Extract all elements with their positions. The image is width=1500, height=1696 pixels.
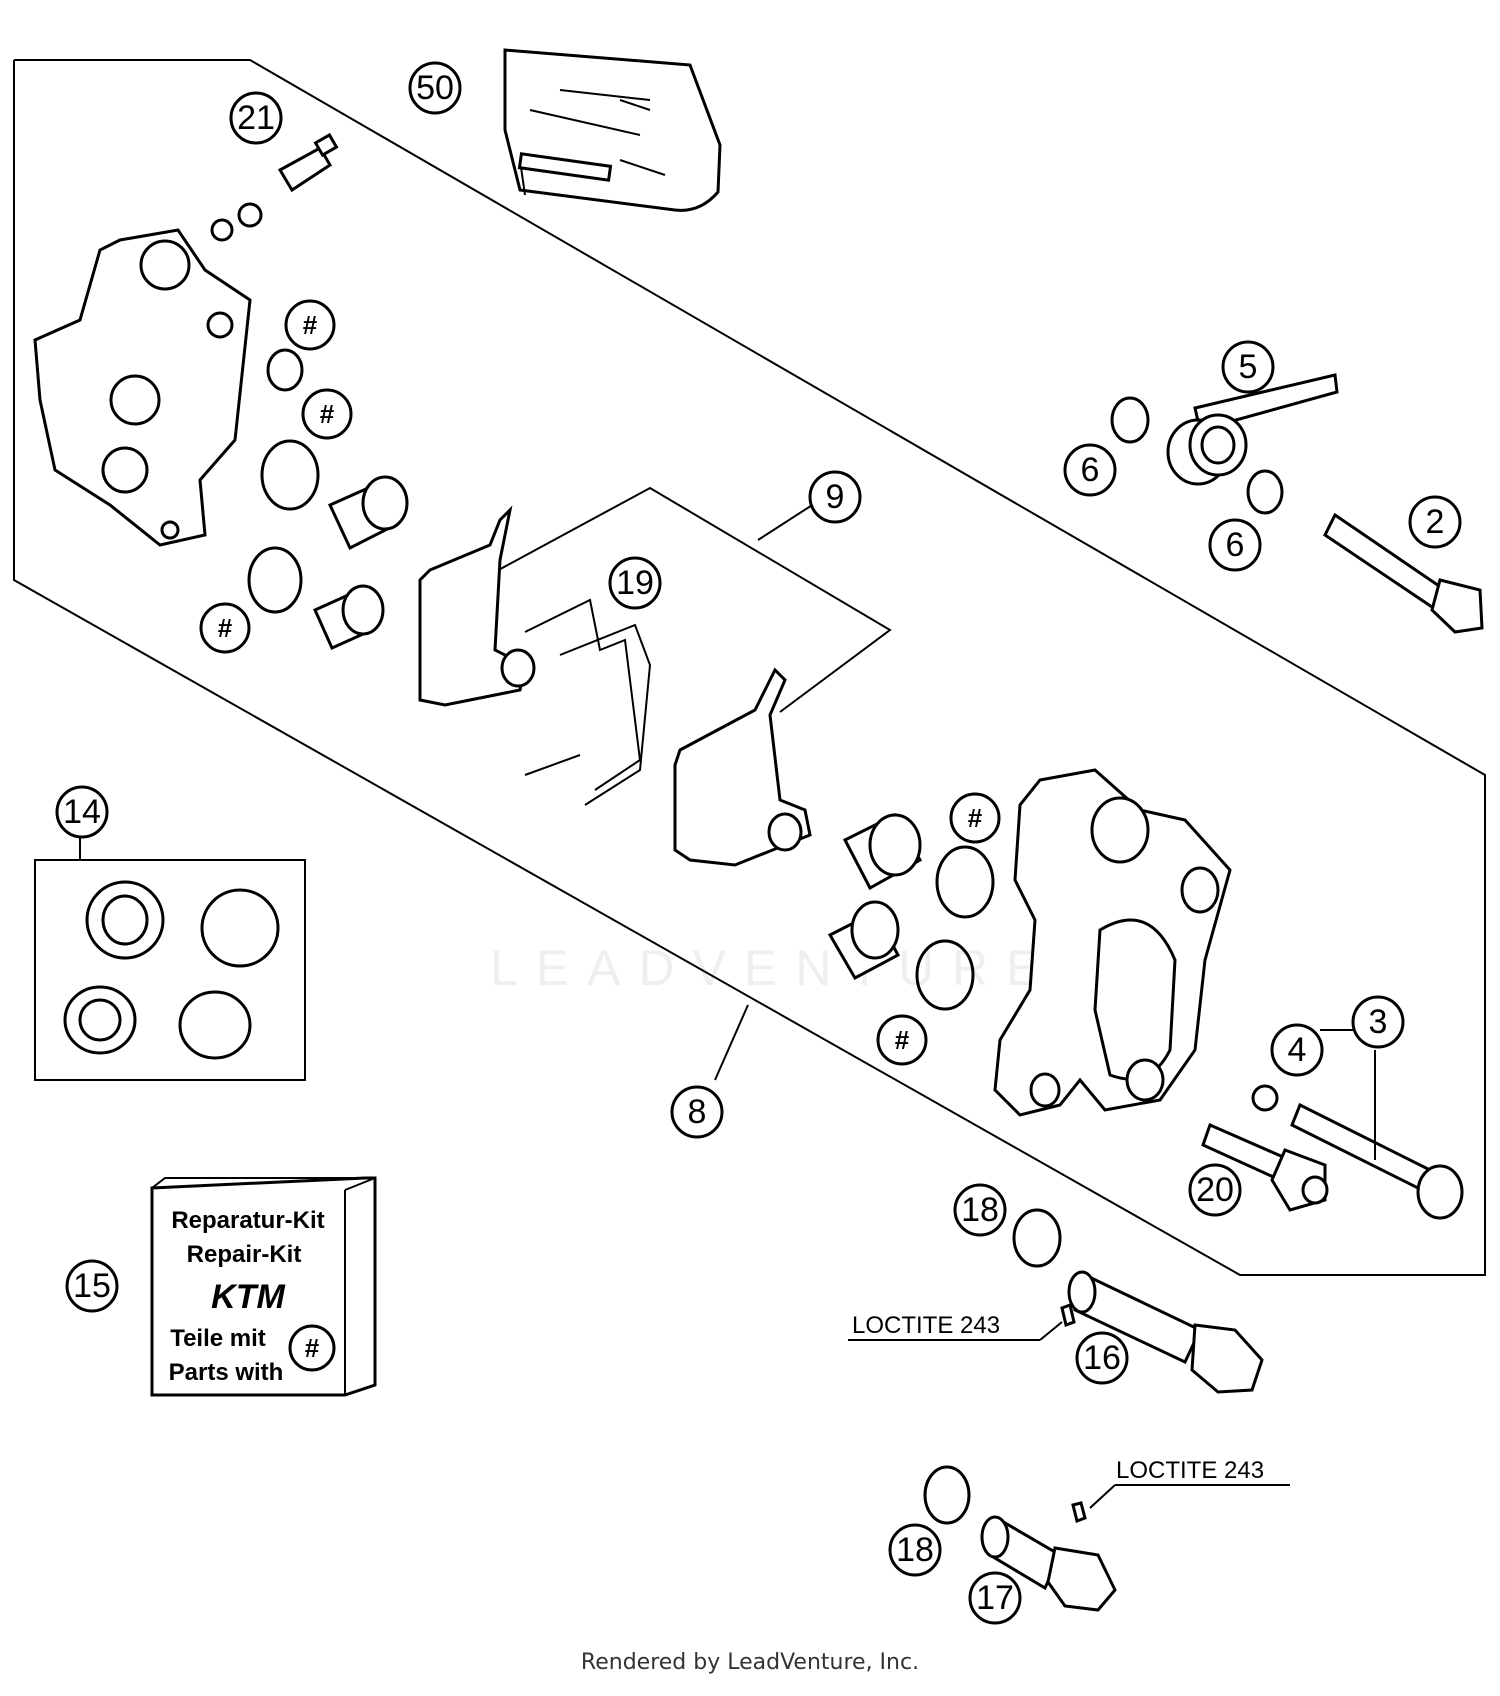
caliper-left-half [33,228,252,547]
footer-credit: Rendered by LeadVenture, Inc. [580,1650,920,1675]
svg-text:50: 50 [416,69,454,107]
hash-marker [288,1324,336,1372]
loctite-label: LOCTITE 243 [1116,1457,1264,1484]
svg-text:16: 16 [1083,1339,1121,1377]
svg-text:15: 15 [73,1267,111,1305]
callout-18: 18 [953,1183,1007,1237]
callout-4: 4 [1270,1023,1324,1077]
svg-text:9: 9 [826,478,845,516]
callout-3: 3 [1351,995,1405,1049]
kit-line-4: Parts with [169,1359,284,1386]
piston [327,475,409,551]
svg-text:2: 2 [1426,503,1445,541]
svg-text:6: 6 [1081,451,1100,489]
leader-lines [714,499,1376,1509]
kit-line-1: Reparatur-Kit [171,1207,324,1234]
washer [1110,396,1150,444]
bleed-screw [210,132,339,242]
seal-ring [935,845,995,919]
washer [923,1465,971,1525]
callout-20: 20 [1188,1163,1242,1217]
svg-text:19: 19 [616,564,654,602]
hash-markers: # # # # # [199,299,1001,1066]
svg-text:18: 18 [961,1191,999,1229]
callout-16: 16 [1075,1331,1129,1385]
kit-line-3: Teile mit [170,1325,266,1352]
pin-bolt [1323,512,1484,634]
svg-text:18: 18 [896,1531,934,1569]
callout-18: 18 [888,1523,942,1577]
piston [313,584,385,650]
callout-6: 6 [1208,518,1262,572]
washer [1012,1208,1062,1268]
svg-text:6: 6 [1226,526,1245,564]
guide-bolt [1290,1102,1464,1220]
svg-text:#: # [320,399,335,429]
ktm-logo: KTM [211,1278,285,1316]
callout-19: 19 [608,556,662,610]
hash-marker-text: # [305,1333,320,1363]
bushing-with-pin [1166,373,1339,486]
callout-21: 21 [229,91,283,145]
svg-text:5: 5 [1239,348,1258,386]
piston-kit-frame [34,859,306,1081]
svg-text:#: # [895,1025,910,1055]
brake-pad-inner [418,505,536,707]
svg-text:4: 4 [1288,1031,1307,1069]
kit-line-2: Repair-Kit [187,1241,302,1268]
repair-kit-box: Reparatur-Kit Repair-Kit KTM Teile mit P… [150,1176,377,1397]
callout-17: 17 [968,1571,1022,1625]
circlip [1251,1084,1279,1112]
piston [842,813,923,891]
svg-text:#: # [303,310,318,340]
assembly-outline [13,59,1486,1276]
watermark-text: LEADVENTURE [490,940,1058,996]
svg-text:17: 17 [976,1579,1014,1617]
mounting-bolt-17 [980,1501,1117,1612]
seal-ring [915,939,975,1011]
svg-text:3: 3 [1369,1003,1388,1041]
callout-14: 14 [55,785,109,839]
svg-text:#: # [218,613,233,643]
svg-text:8: 8 [688,1093,707,1131]
pad-spring [524,598,652,806]
pad-set-outline [479,486,892,713]
svg-text:#: # [968,803,983,833]
svg-text:21: 21 [237,99,275,137]
svg-text:14: 14 [63,793,101,831]
caliper-right-half [993,768,1232,1117]
svg-text:20: 20 [1196,1171,1234,1209]
callout-2: 2 [1408,495,1462,549]
seal-ring [260,439,320,511]
bolt-20 [1201,1122,1329,1212]
mounting-bolt-16 [1060,1270,1264,1394]
callout-15: 15 [65,1259,119,1313]
loctite-label: LOCTITE 243 [852,1312,1000,1339]
piston-kit-parts [63,880,280,1060]
seal-ring-small [266,348,304,392]
callout-5: 5 [1221,340,1275,394]
callout-9: 9 [808,470,862,524]
grease-packet [503,48,722,212]
seal-ring [247,546,303,614]
piston [827,900,901,981]
brake-pad-outer [673,667,812,867]
washer [1246,469,1284,515]
callout-8: 8 [670,1085,724,1139]
callout-6: 6 [1063,443,1117,497]
callout-50: 50 [408,61,462,115]
